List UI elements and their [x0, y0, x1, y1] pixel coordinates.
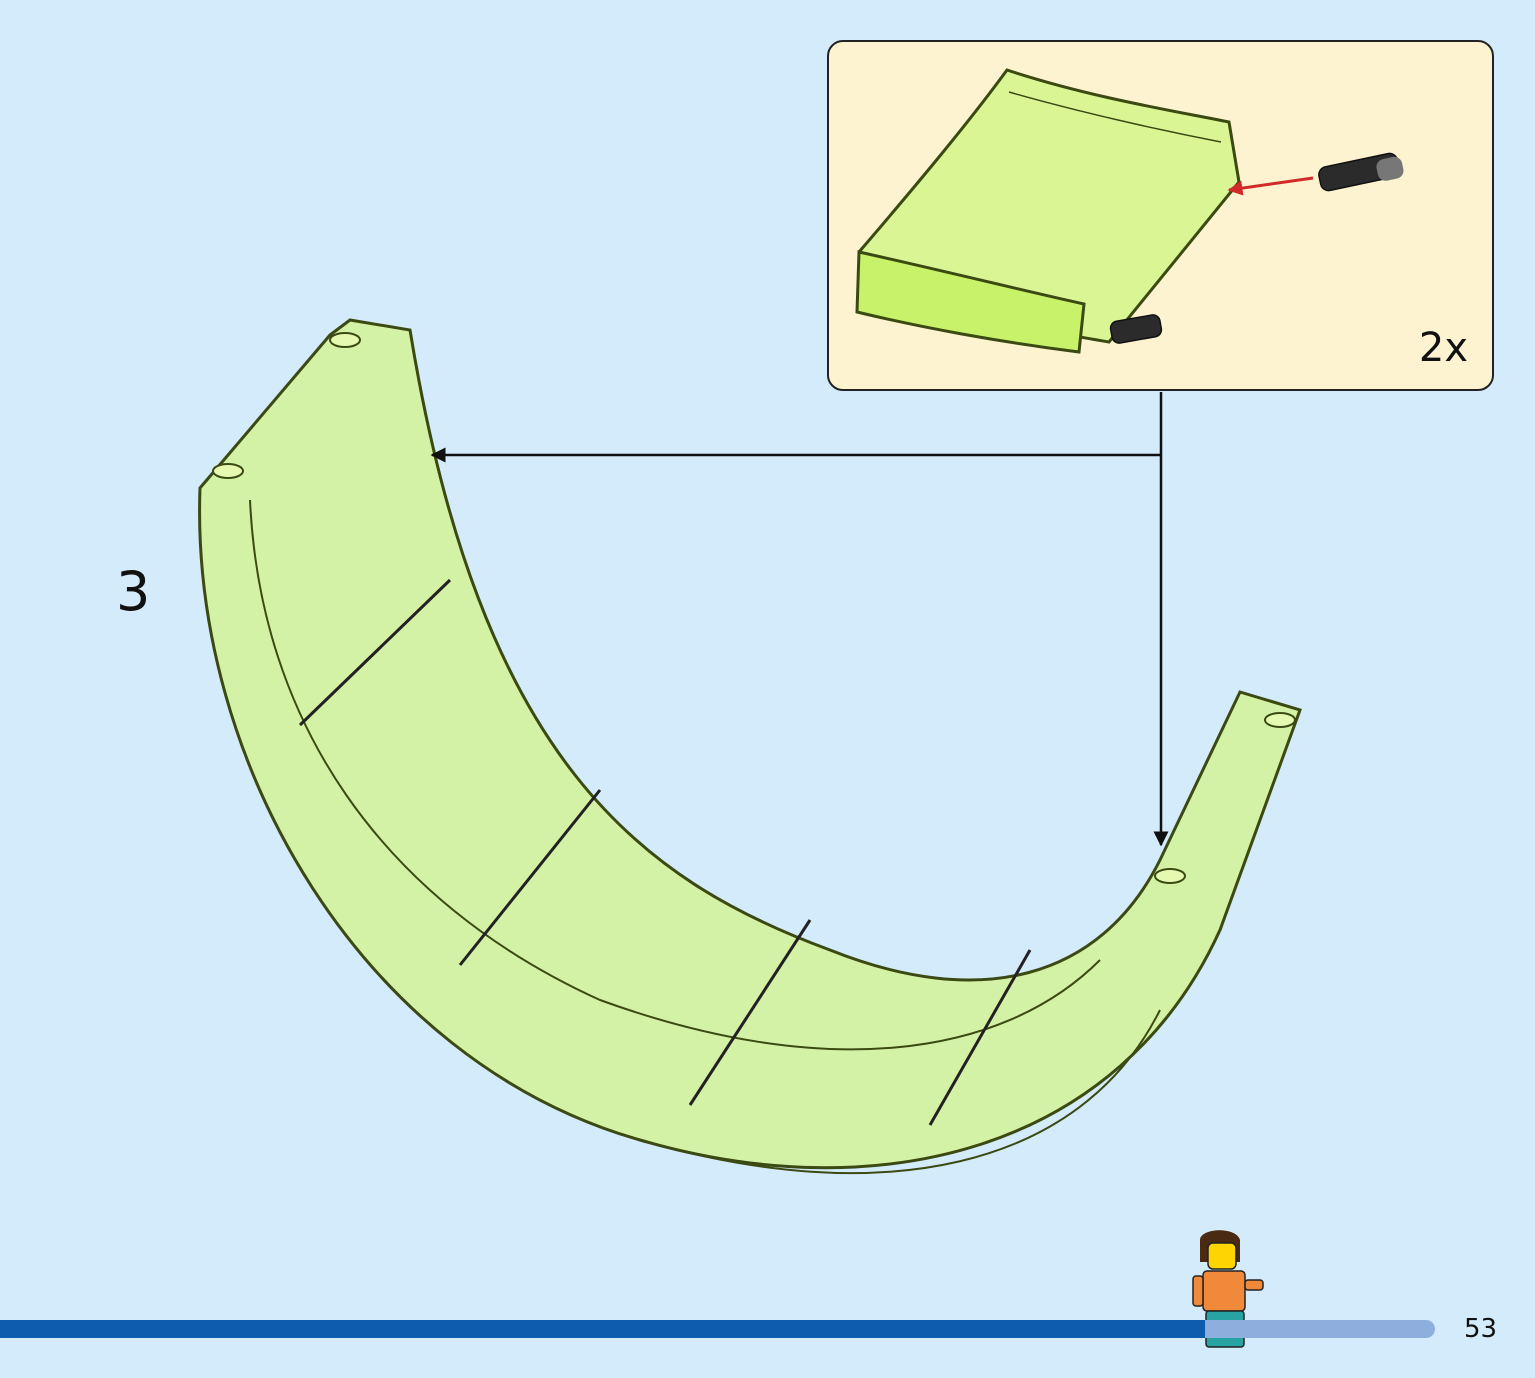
minifigure-icon: [1192, 1230, 1264, 1348]
page-number: 53: [1464, 1314, 1498, 1344]
step-number: 3: [116, 560, 151, 623]
quantity-label: 2x: [1418, 325, 1468, 371]
curved-panel-arc: [198, 318, 1302, 1175]
pin-connector-installed: [1109, 314, 1163, 344]
pin-connector: [1318, 152, 1404, 192]
progress-bar: [0, 1320, 1435, 1338]
progress-fill: [0, 1320, 1206, 1338]
callout-box: 2x: [827, 40, 1494, 391]
curved-panel: [855, 68, 1241, 354]
red-arrow-left: [1227, 176, 1314, 196]
callout-illustration: [855, 68, 1404, 354]
